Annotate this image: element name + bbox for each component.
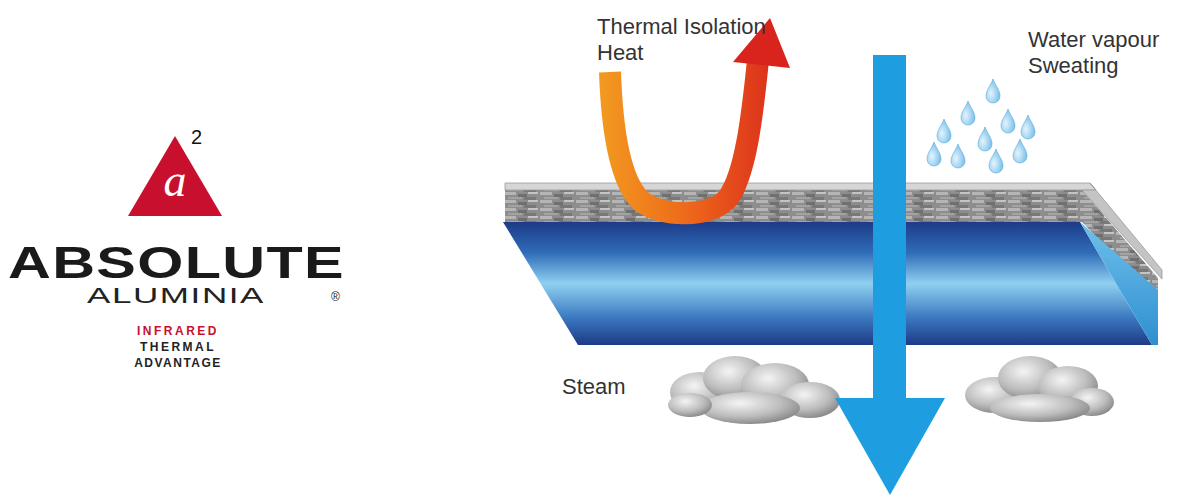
brand-subname: ALUMINIA [87,283,265,308]
tagline: INFRARED [98,325,258,339]
water-drop [1021,115,1035,139]
tagline: THERMAL [98,341,258,355]
tagline: ADVANTAGE [98,357,258,371]
registered-mark: ® [331,291,340,305]
water-drop [961,101,975,125]
logo-superscript: 2 [191,126,202,149]
water-drop [927,142,941,166]
vapour-label: Water vapour Sweating [1028,27,1188,80]
water-drop [986,79,1000,103]
water-drop [978,127,992,151]
water-drop [937,119,951,143]
water-drop [1013,139,1027,163]
water-drop [989,149,1003,173]
logo-triangle: a [128,136,222,216]
logo-letter: a [164,158,187,204]
steam-label: Steam [562,374,626,399]
water-drop [1001,109,1015,133]
brand-name: ABSOLUTE [8,238,345,289]
heat-label: Thermal Isolation Heat [597,14,787,67]
water-drop [951,144,965,168]
